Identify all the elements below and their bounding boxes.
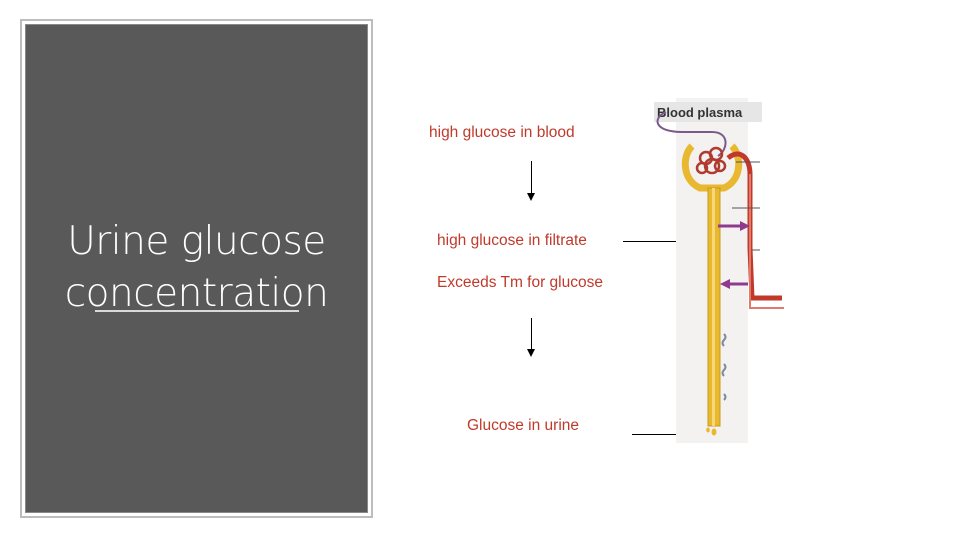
title-underline — [95, 310, 299, 312]
urine-drop — [711, 428, 717, 436]
afferent-vessel — [656, 111, 727, 157]
title-panel-inner: Urine glucose concentration — [25, 24, 368, 513]
filtrate-arrow-head — [740, 221, 750, 231]
flow-step-exceeds-tm: Exceeds Tm for glucose — [437, 274, 603, 291]
collecting-duct-marks — [721, 333, 727, 401]
flow-step-glucose-urine: Glucose in urine — [467, 417, 580, 434]
flow-step-high-glucose-blood: high glucose in blood — [429, 124, 575, 141]
tubule-highlight — [712, 188, 715, 426]
down-arrow-1 — [527, 161, 535, 201]
urine-drop — [706, 427, 710, 433]
glomerulus — [695, 146, 727, 175]
capillary-highlight — [749, 174, 784, 309]
diagram-ticks — [732, 161, 760, 251]
flow-step-high-glucose-filtrate: high glucose in filtrate — [437, 232, 587, 249]
secretion-arrow-head — [720, 279, 730, 289]
urine-connector-line — [632, 434, 703, 435]
filtrate-connector-line — [623, 241, 712, 242]
nephron-diagram: Blood plasma — [654, 98, 784, 443]
blood-plasma-label: Blood plasma — [657, 105, 743, 120]
down-arrow-2 — [527, 318, 535, 357]
title-panel: Urine glucose concentration — [20, 19, 373, 518]
slide-title: Urine glucose concentration — [64, 219, 329, 316]
blood-plasma-label-box — [654, 102, 762, 122]
